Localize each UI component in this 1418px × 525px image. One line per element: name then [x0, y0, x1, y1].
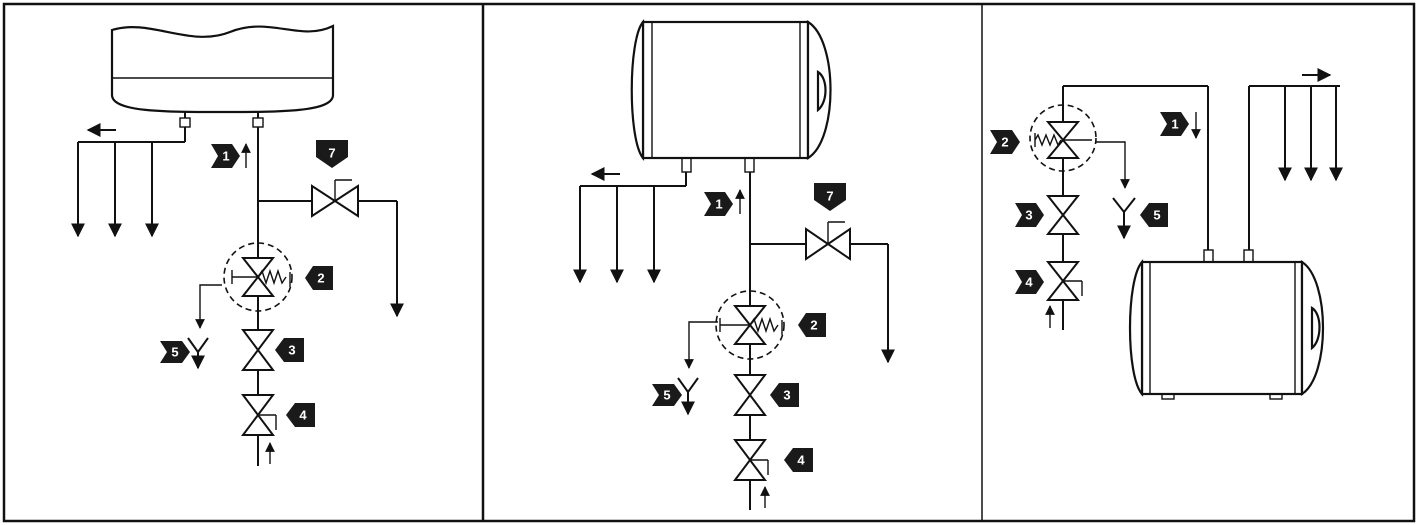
svg-text:3: 3 [288, 343, 295, 358]
svg-text:5: 5 [1153, 208, 1160, 223]
svg-text:1: 1 [222, 149, 229, 164]
tank-flange [816, 70, 827, 113]
spring-icon [749, 316, 779, 334]
badge-1: 1 [1160, 112, 1189, 136]
badge-5: 5 [1140, 203, 1168, 227]
badge-5: 5 [160, 341, 190, 363]
badge-5: 5 [652, 384, 682, 406]
tank-foot [1161, 393, 1175, 400]
svg-text:4: 4 [1025, 275, 1033, 290]
svg-text:7: 7 [826, 189, 833, 204]
badge-2: 2 [990, 130, 1020, 154]
svg-text:1: 1 [715, 197, 722, 212]
badge-4: 4 [1015, 270, 1044, 294]
badge-1: 1 [211, 144, 240, 168]
outlet-fitting [681, 157, 692, 173]
tank-left-cap [1128, 259, 1144, 397]
tank-horizontal [641, 20, 810, 160]
panel-horizontal-heater: 1 7 2 5 3 4 [573, 18, 895, 510]
svg-text:3: 3 [783, 388, 790, 403]
svg-text:4: 4 [299, 408, 307, 423]
svg-text:7: 7 [328, 146, 335, 161]
badge-7: 7 [316, 140, 348, 168]
badge-4: 4 [784, 448, 813, 472]
badge-4: 4 [286, 403, 315, 427]
svg-text:3: 3 [1025, 208, 1032, 223]
panel-horizontal-top-connection: 1 2 3 4 5 [990, 68, 1343, 400]
spring-icon [1034, 133, 1062, 147]
svg-text:2: 2 [810, 318, 817, 333]
badge-1: 1 [704, 192, 733, 216]
badge-3: 3 [275, 338, 304, 362]
outlet-fitting [179, 117, 191, 128]
svg-text:5: 5 [171, 345, 178, 360]
outlet-fitting [1243, 249, 1254, 263]
tank-vertical [110, 24, 335, 114]
shutoff-valve [733, 374, 767, 416]
badge-3: 3 [1015, 203, 1044, 227]
badge-7: 7 [814, 183, 846, 211]
svg-text:2: 2 [317, 271, 324, 286]
badge-2: 2 [798, 313, 826, 337]
inlet-fitting [744, 157, 755, 173]
inlet-fitting [252, 117, 264, 128]
svg-text:1: 1 [1171, 117, 1178, 132]
tank-flange [1310, 306, 1321, 351]
svg-text:4: 4 [797, 453, 805, 468]
spring-icon [257, 268, 287, 286]
panel-vertical-heater: 1 7 2 5 3 4 [71, 24, 404, 466]
svg-text:2: 2 [1001, 135, 1008, 150]
shutoff-valve [241, 329, 275, 371]
inlet-fitting [1203, 249, 1214, 263]
drain-funnel [1112, 197, 1136, 214]
tank-horizontal [1140, 260, 1304, 396]
badge-3: 3 [770, 383, 799, 407]
tank-left-cap [630, 18, 645, 162]
badge-2: 2 [305, 266, 333, 290]
tank-foot [1269, 393, 1283, 400]
drain-funnel [187, 337, 209, 354]
svg-text:5: 5 [663, 388, 670, 403]
drain-funnel [677, 377, 699, 394]
shutoff-valve [1045, 195, 1081, 235]
